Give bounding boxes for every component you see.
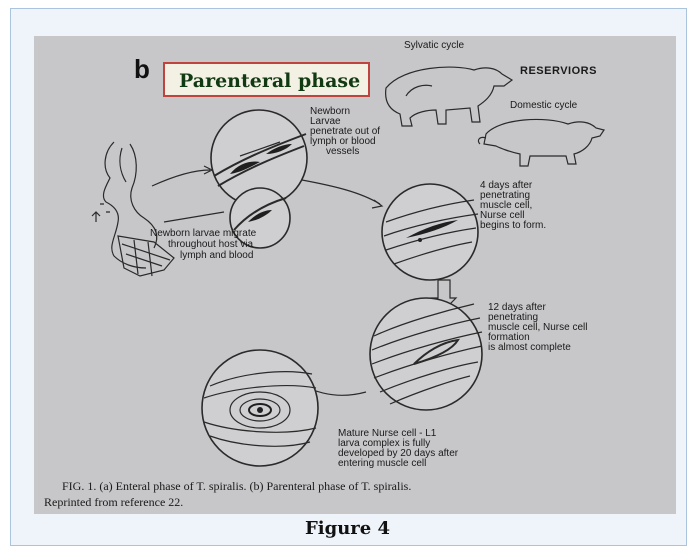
label-day4-5: begins to form. xyxy=(480,220,546,231)
panel-letter: b xyxy=(134,54,150,84)
label-reservoirs: RESERVIORS xyxy=(520,65,597,77)
figure-caption: Figure 4 xyxy=(0,518,695,539)
panel-title: Parenteral phase xyxy=(179,70,360,92)
label-day12-5: is almost complete xyxy=(488,342,571,353)
fig-caption-line1: FIG. 1. (a) Enteral phase of T. spiralis… xyxy=(62,479,411,493)
host-figure-icon xyxy=(92,142,174,276)
mature-nurse-cell-circle xyxy=(202,350,318,466)
day4-circle xyxy=(382,184,478,280)
arrow-host-to-vessel xyxy=(152,170,210,186)
day12-circle xyxy=(370,298,482,410)
label-migrate-2: throughout host via xyxy=(168,239,253,250)
label-newborn-5: vessels xyxy=(326,146,359,157)
label-domestic-cycle: Domestic cycle xyxy=(510,100,578,111)
arrow-migrate xyxy=(164,212,224,222)
label-migrate-3: lymph and blood xyxy=(180,250,253,261)
label-sylvatic-cycle: Sylvatic cycle xyxy=(404,40,464,51)
label-mature-4: entering muscle cell xyxy=(338,458,426,469)
arrow-to-day4 xyxy=(302,180,380,204)
label-migrate-1: Newborn larvae migrate xyxy=(150,228,257,239)
bear-icon xyxy=(386,67,512,126)
pig-icon xyxy=(478,119,604,166)
diagram-svg: b Parenteral phase Sylvatic cycle RESERV… xyxy=(34,36,676,514)
parenteral-phase-diagram: b Parenteral phase Sylvatic cycle RESERV… xyxy=(34,36,676,514)
fig-caption-line2: Reprinted from reference 22. xyxy=(44,495,183,509)
